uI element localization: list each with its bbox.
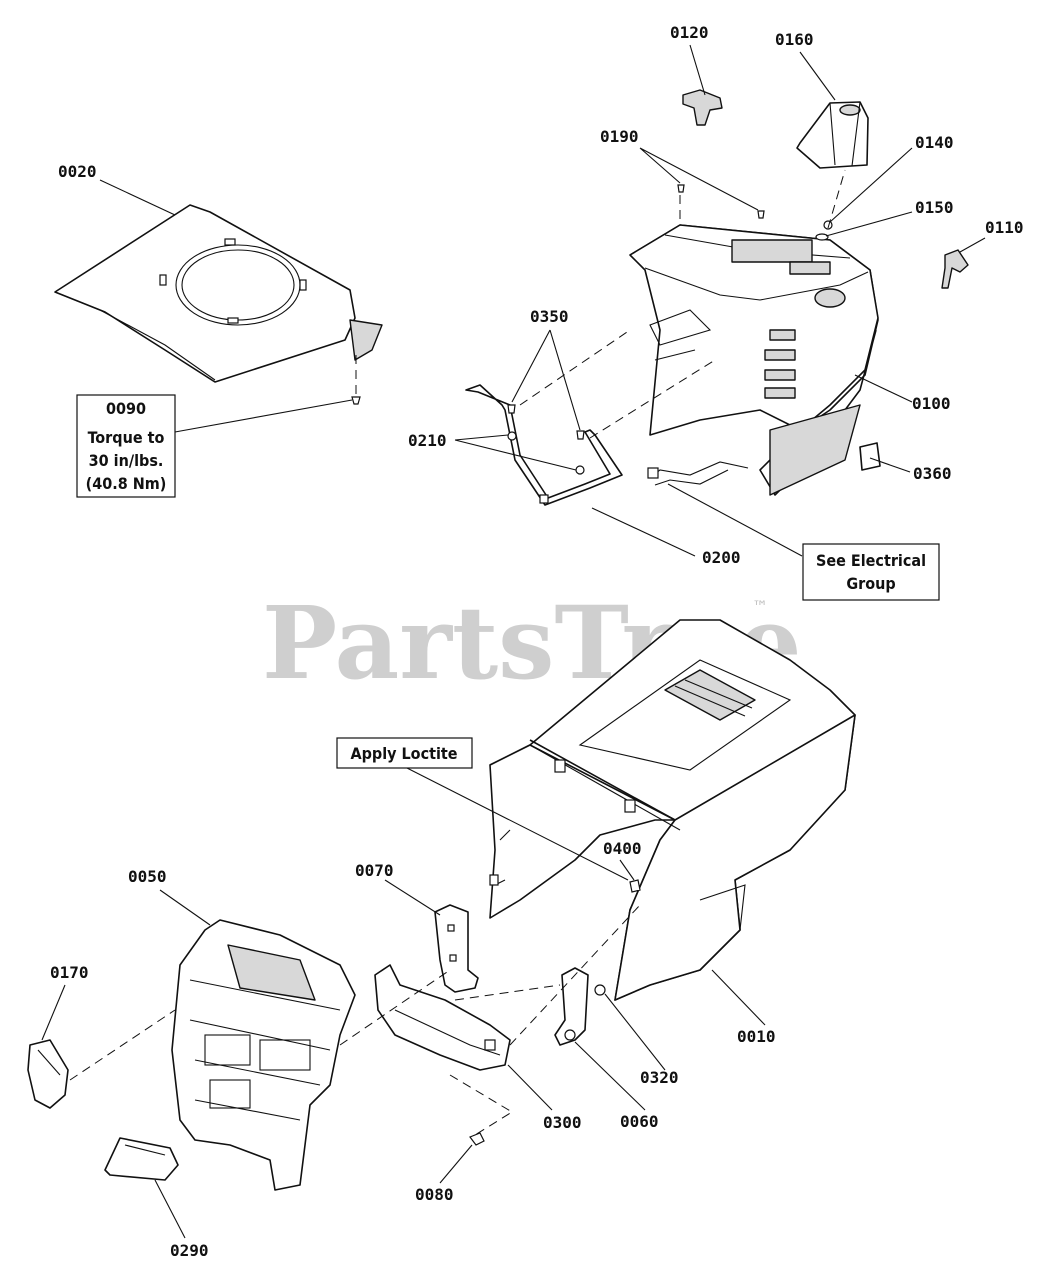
callout-electrical-line2: Group: [846, 574, 895, 593]
label-0100: 0100: [912, 394, 951, 413]
callout-electrical-line1: See Electrical: [816, 551, 926, 570]
part-0120-key[interactable]: [682, 89, 723, 126]
label-0070: 0070: [355, 861, 394, 880]
wire-harness[interactable]: [647, 461, 749, 486]
label-0010: 0010: [737, 1027, 776, 1046]
part-0350-screws[interactable]: [507, 404, 585, 440]
label-0150: 0150: [915, 198, 954, 217]
part-0160-boot[interactable]: [796, 101, 869, 169]
part-0320-nut[interactable]: [594, 984, 606, 996]
label-0110: 0110: [985, 218, 1024, 237]
part-0050-grille[interactable]: [171, 919, 356, 1191]
part-0100-dash[interactable]: [629, 224, 879, 496]
label-0320: 0320: [640, 1068, 679, 1087]
callout-torque-line2: Torque to: [88, 428, 165, 447]
label-0020: 0020: [58, 162, 97, 181]
label-0350: 0350: [530, 307, 569, 326]
callout-torque-part: 0090: [106, 399, 146, 418]
label-0160: 0160: [775, 30, 814, 49]
watermark-trademark: ™: [752, 597, 768, 616]
label-0200: 0200: [702, 548, 741, 567]
label-0120: 0120: [670, 23, 709, 42]
callout-torque: 0090 Torque to 30 in/lbs. (40.8 Nm): [76, 394, 176, 498]
label-0290: 0290: [170, 1241, 209, 1260]
part-0170-lens[interactable]: [27, 1039, 69, 1109]
label-0360: 0360: [913, 464, 952, 483]
callout-torque-line3: 30 in/lbs.: [89, 451, 164, 470]
part-0190-screws[interactable]: [677, 184, 765, 219]
label-0300: 0300: [543, 1113, 582, 1132]
part-0400-screw[interactable]: [629, 879, 641, 893]
label-0080: 0080: [415, 1185, 454, 1204]
label-0400: 0400: [603, 839, 642, 858]
label-0190: 0190: [600, 127, 639, 146]
part-0300-bumper[interactable]: [374, 964, 511, 1071]
callout-loctite-text: Apply Loctite: [350, 744, 457, 763]
callout-torque-line4: (40.8 Nm): [86, 474, 167, 493]
part-0200-bracket[interactable]: [465, 384, 623, 506]
part-0080-screw[interactable]: [469, 1132, 485, 1146]
label-0060: 0060: [620, 1112, 659, 1131]
part-0110-knob[interactable]: [941, 249, 969, 289]
part-0020-panel[interactable]: [54, 204, 383, 383]
part-0060-bracket[interactable]: [554, 967, 589, 1046]
part-0140-nut[interactable]: [823, 220, 833, 230]
part-0360-label[interactable]: [859, 442, 881, 471]
part-0150-washer[interactable]: [815, 233, 829, 241]
part-0070-bracket[interactable]: [434, 904, 479, 993]
label-0140: 0140: [915, 133, 954, 152]
callout-electrical: See Electrical Group: [802, 543, 940, 601]
part-0290-insert[interactable]: [104, 1137, 179, 1181]
screw-0090[interactable]: [351, 396, 361, 405]
part-0010-hood[interactable]: [489, 619, 856, 1001]
label-0050: 0050: [128, 867, 167, 886]
label-0210: 0210: [408, 431, 447, 450]
callout-loctite: Apply Loctite: [336, 737, 473, 769]
label-0170: 0170: [50, 963, 89, 982]
part-0210-nuts[interactable]: [507, 431, 585, 475]
